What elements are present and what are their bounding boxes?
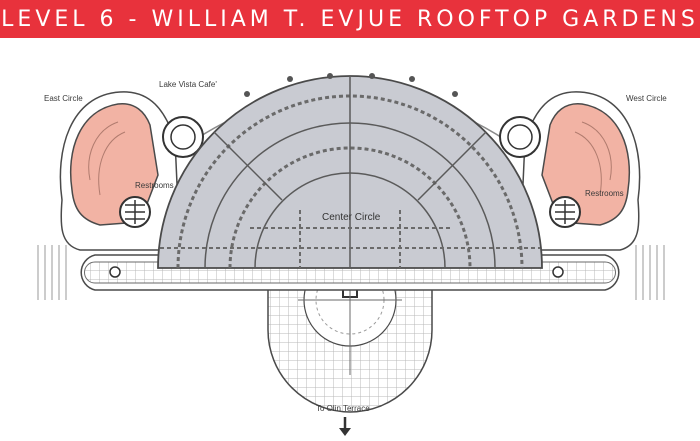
center-circle-label: Center Circle	[322, 212, 381, 223]
restrooms-right-label: Restrooms	[585, 189, 624, 198]
lake-vista-cafe-feature	[162, 116, 204, 158]
pillars	[244, 73, 458, 97]
west-round-feature	[499, 116, 541, 158]
header-banner: LEVEL 6 - WILLIAM T. EVJUE ROOFTOP GARDE…	[0, 0, 700, 38]
center-circle-plaza[interactable]	[157, 75, 543, 269]
floor-map: East Circle Lake Vista Cafe' West Circle…	[37, 73, 667, 436]
east-circle-garden[interactable]	[69, 103, 159, 226]
side-paving-left	[37, 245, 67, 300]
page-title: LEVEL 6 - WILLIAM T. EVJUE ROOFTOP GARDE…	[1, 6, 699, 32]
to-olin-terrace-label: To Olin Terrace	[316, 404, 370, 413]
west-circle-label: West Circle	[626, 94, 667, 103]
restroom-icon-right	[549, 196, 581, 228]
restroom-icon-left	[119, 196, 151, 228]
lake-vista-cafe-label: Lake Vista Cafe'	[159, 80, 217, 89]
east-circle-label: East Circle	[44, 94, 83, 103]
arrow-down-icon[interactable]	[339, 417, 351, 436]
side-paving-right	[635, 245, 665, 300]
west-circle-garden[interactable]	[541, 103, 631, 226]
restrooms-left-label: Restrooms	[135, 181, 174, 190]
